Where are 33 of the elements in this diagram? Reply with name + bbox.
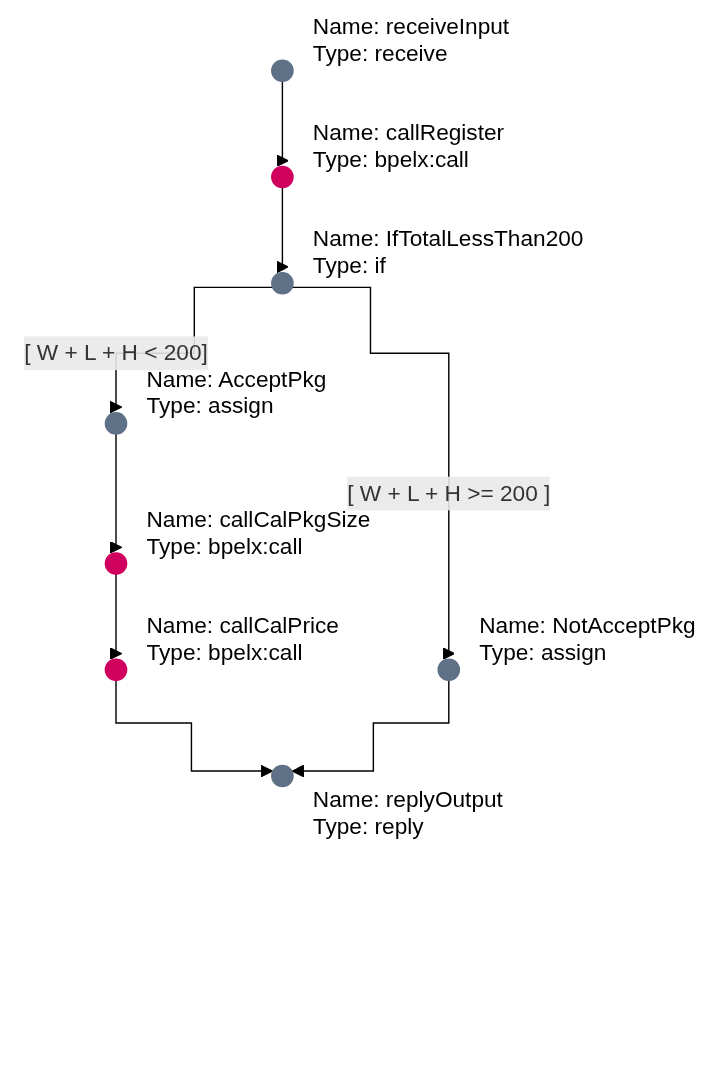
- arrow: [291, 286, 455, 660]
- node-circle: [271, 59, 294, 83]
- node-circle: [271, 764, 294, 788]
- node-caption: Type: bpelx:call: [312, 146, 469, 173]
- arrow: [291, 679, 450, 778]
- node-caption: Name: receiveInput: [312, 13, 510, 39]
- node-circle: [271, 271, 294, 295]
- node-caption: Name: callCalPkgSize: [146, 505, 371, 532]
- node-caption: Type: reply: [312, 813, 424, 840]
- node-circle: [104, 658, 128, 682]
- node-caption: Name: callRegister: [312, 119, 505, 146]
- edge-label: [ W + L + H >= 200 ]: [347, 480, 551, 505]
- node-caption: Type: bpelx:call: [146, 532, 303, 559]
- arrow: [276, 186, 289, 274]
- node-circle: [271, 165, 294, 189]
- node-circle: [437, 658, 461, 682]
- arrow: [115, 679, 274, 778]
- node-caption: Name: replyOutput: [312, 786, 503, 813]
- arrow: [109, 433, 123, 554]
- node-caption: Name: callCalPrice: [146, 612, 339, 638]
- edge-label: [ W + L + H < 200]: [24, 340, 208, 365]
- arrow: [276, 80, 289, 167]
- node-caption: Type: assign: [146, 392, 274, 419]
- node-circle: [104, 412, 128, 435]
- node-caption: Type: if: [312, 252, 386, 279]
- node-caption: Type: bpelx:call: [146, 638, 303, 665]
- arrow: [109, 573, 123, 660]
- node-circle: [104, 552, 128, 575]
- node-caption: Name: NotAcceptPkg: [479, 612, 696, 638]
- node-caption: Type: assign: [479, 638, 607, 665]
- node-caption: Name: IfTotalLessThan200: [312, 225, 584, 252]
- node-caption: Type: receive: [312, 39, 448, 66]
- node-caption: Name: AcceptPkg: [146, 365, 327, 392]
